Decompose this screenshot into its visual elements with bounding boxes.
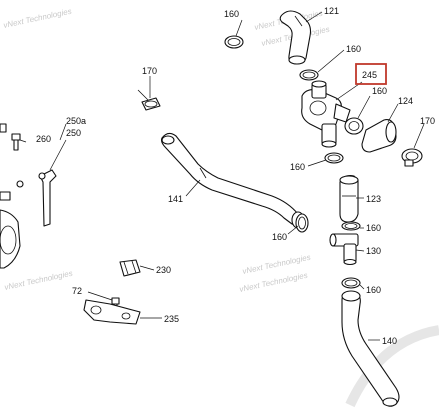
part-160-clamp-d[interactable] xyxy=(324,152,344,164)
part-160-clamp-g[interactable] xyxy=(341,277,361,289)
label-123: 123 xyxy=(366,194,381,204)
label-160-f: 160 xyxy=(366,285,381,295)
watermark-swash xyxy=(345,325,439,408)
part-260-bolt[interactable] xyxy=(11,133,21,151)
watermark-4: vNext Technologies xyxy=(4,269,74,292)
label-160-g: 160 xyxy=(272,232,287,242)
label-245: 245 xyxy=(362,70,377,80)
label-141: 141 xyxy=(168,194,183,204)
label-124: 124 xyxy=(398,96,413,106)
leader-lines xyxy=(19,11,425,341)
highlight-box-245 xyxy=(355,63,387,85)
label-160-c: 160 xyxy=(372,86,387,96)
part-235-bracket[interactable] xyxy=(83,299,141,325)
part-245-thermostat-housing[interactable] xyxy=(301,80,351,148)
label-140: 140 xyxy=(382,336,397,346)
label-250: 250 xyxy=(66,128,81,138)
part-160-clamp-c[interactable] xyxy=(344,117,364,135)
label-170-left: 170 xyxy=(142,66,157,76)
part-160-clamp-e[interactable] xyxy=(295,213,309,233)
part-130-tee-fitting[interactable] xyxy=(329,233,359,266)
part-141-long-hose[interactable] xyxy=(160,132,305,229)
part-160-clamp-a[interactable] xyxy=(224,35,244,49)
label-160-d: 160 xyxy=(290,162,305,172)
label-260: 260 xyxy=(36,134,51,144)
part-140-lower-hose[interactable] xyxy=(341,290,400,407)
label-170-right: 170 xyxy=(420,116,435,126)
label-250a: 250a xyxy=(66,116,86,126)
part-230-clip[interactable] xyxy=(119,259,141,277)
label-121: 121 xyxy=(324,6,339,16)
part-160-clamp-b[interactable] xyxy=(299,69,319,81)
label-160-b: 160 xyxy=(346,44,361,54)
label-230: 230 xyxy=(156,265,171,275)
part-121-elbow-hose[interactable] xyxy=(279,10,312,65)
part-123-hose[interactable] xyxy=(339,175,359,223)
label-235: 235 xyxy=(164,314,179,324)
part-124-short-hose[interactable] xyxy=(361,119,397,153)
label-160-e: 160 xyxy=(366,223,381,233)
label-72: 72 xyxy=(72,286,82,296)
watermark-1: vNext Technologies xyxy=(3,7,73,30)
label-160-a: 160 xyxy=(224,9,239,19)
part-170-clamp-left[interactable] xyxy=(137,89,161,111)
label-130: 130 xyxy=(366,246,381,256)
part-250-small-hose[interactable] xyxy=(38,169,57,227)
part-160-clamp-f[interactable] xyxy=(341,221,361,231)
part-170-clamp-right[interactable] xyxy=(401,148,423,167)
part-pump-body-fragment[interactable] xyxy=(0,123,24,269)
